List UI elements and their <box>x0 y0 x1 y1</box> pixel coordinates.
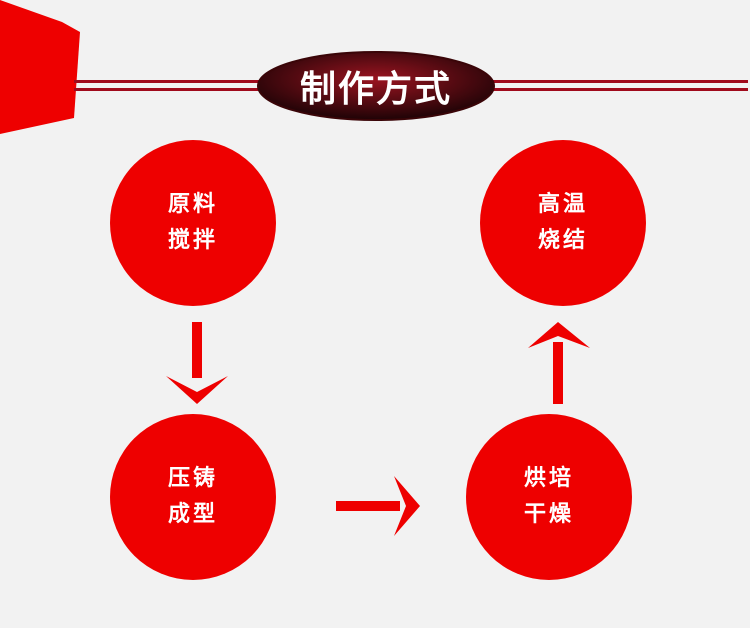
title-badge-rim <box>257 51 495 121</box>
title-badge <box>258 52 494 120</box>
step-line: 原料 <box>167 192 218 217</box>
page-title: 制作方式 <box>299 69 452 110</box>
arrow-up <box>528 322 590 404</box>
header-rule-left-top <box>74 80 266 83</box>
step-line: 烘培 <box>523 466 574 491</box>
header-rule-right-top <box>486 80 748 83</box>
step-line: 压铸 <box>167 466 218 491</box>
corner-flag <box>0 0 80 134</box>
header-rule-left-bottom <box>74 88 266 91</box>
step-line: 搅拌 <box>167 228 218 253</box>
step-sinter: 高温 烧结 <box>480 140 646 306</box>
step-line: 成型 <box>167 502 218 527</box>
step-line: 干燥 <box>523 502 574 527</box>
arrow-down <box>166 322 228 404</box>
step-press: 压铸 成型 <box>110 414 276 580</box>
step-line: 高温 <box>537 192 588 217</box>
step-line: 烧结 <box>537 228 588 253</box>
header-rule-right-bottom <box>486 88 748 91</box>
step-dry: 烘培 干燥 <box>466 414 632 580</box>
arrow-right <box>336 476 420 536</box>
step-mix: 原料 搅拌 <box>110 140 276 306</box>
